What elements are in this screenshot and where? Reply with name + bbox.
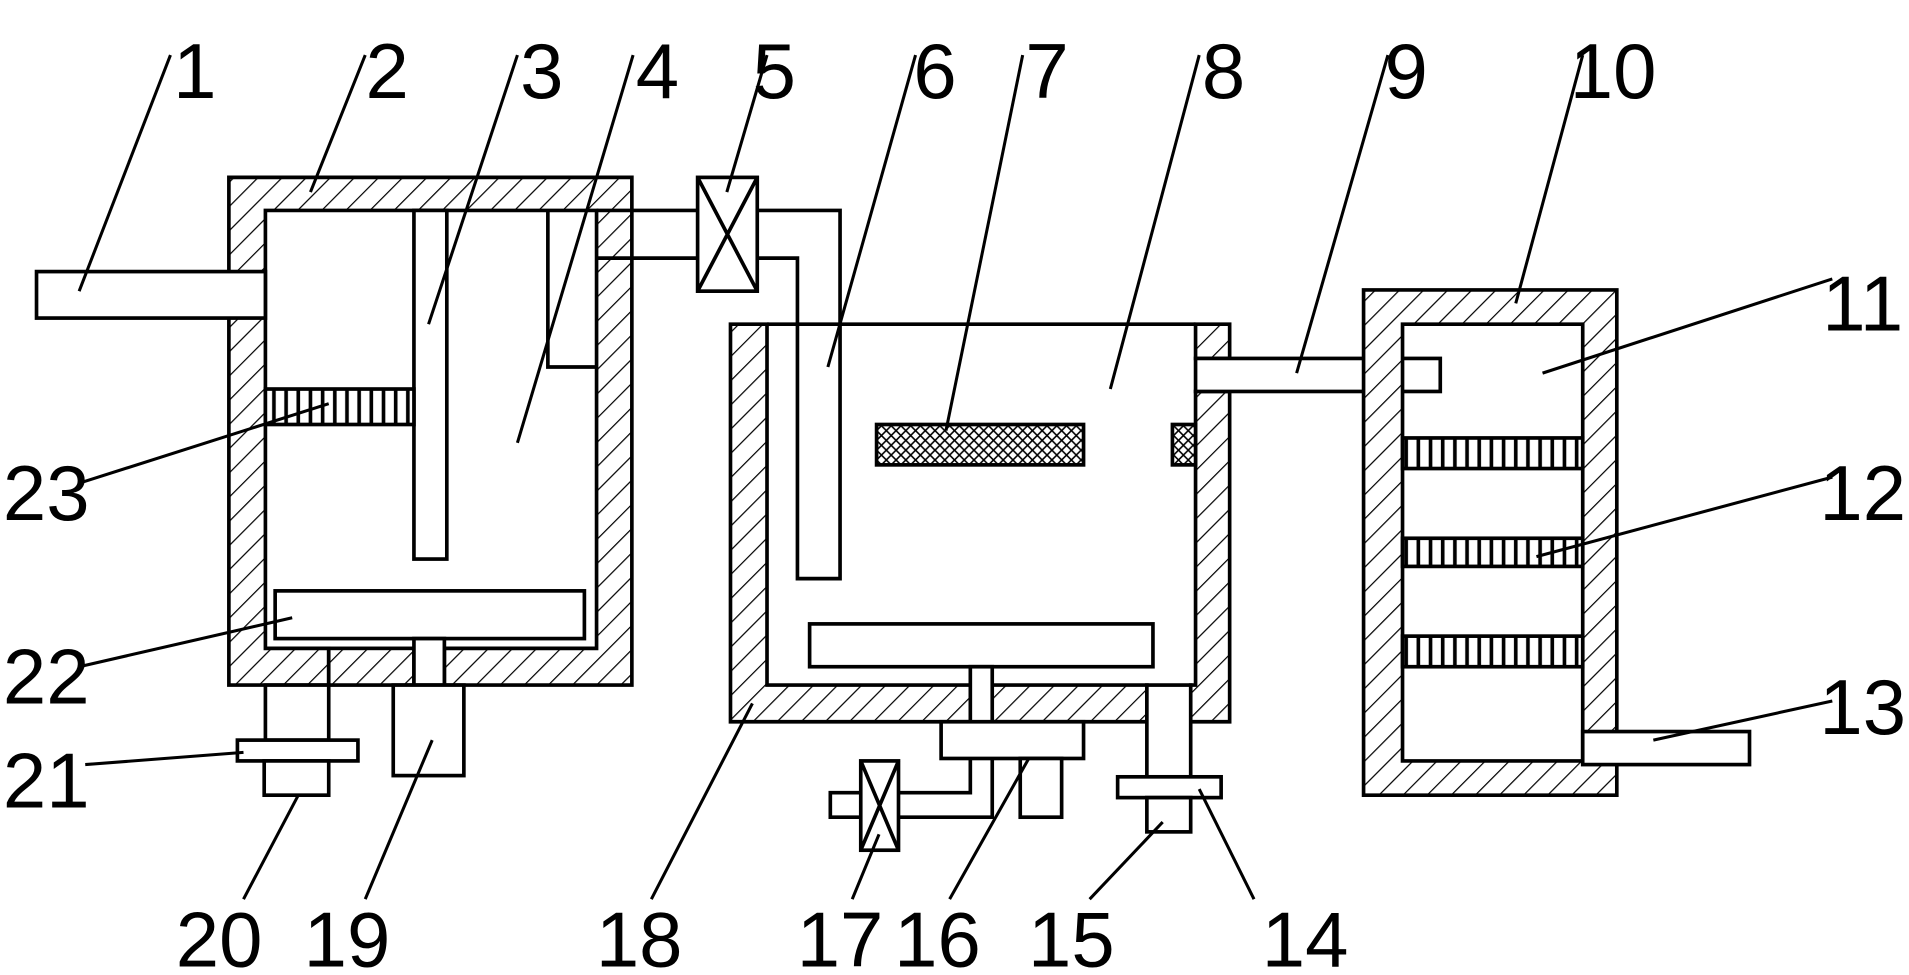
mesh-filter [874,422,1086,467]
label-13: 13 [1819,663,1906,751]
label-1: 1 [173,27,216,115]
label-19: 19 [304,895,391,975]
filter-layer [1400,634,1585,669]
drain-outlet [262,759,331,798]
label-16: 16 [894,895,981,975]
flange [235,738,360,763]
vertical-baffle [412,208,449,561]
label-18: 18 [596,895,683,975]
second-tank [728,322,1443,853]
stirrer-blade [273,589,587,641]
leader-lines [77,54,1833,901]
label-17: 17 [797,895,884,975]
first-tank [34,175,634,798]
drain-pipe [1145,683,1193,779]
drain-pipe [263,683,331,742]
motor-base [1018,756,1064,820]
drain-outlet [1145,795,1193,834]
label-12: 12 [1819,449,1906,537]
third-tank [1361,288,1752,798]
label-15: 15 [1028,895,1115,975]
label-20: 20 [176,895,263,975]
flange [1115,774,1223,800]
label-14: 14 [1262,895,1349,975]
label-23: 23 [3,449,90,537]
filter-layer [1400,436,1585,471]
stirrer-shaft [412,636,447,687]
label-2: 2 [365,27,408,115]
label-7: 7 [1025,27,1068,115]
filter-screen [263,387,416,427]
motor [939,719,1086,761]
label-8: 8 [1202,27,1245,115]
label-3: 3 [520,27,563,115]
label-6: 6 [913,27,956,115]
part-labels: 1 2 3 4 5 6 7 8 9 10 11 12 13 14 15 16 1… [3,27,1906,975]
label-11: 11 [1822,259,1903,347]
motor [391,683,466,778]
label-22: 22 [3,632,90,720]
label-9: 9 [1385,27,1428,115]
label-21: 21 [3,736,90,824]
transfer-pipe [546,175,842,581]
label-5: 5 [753,27,796,115]
stirrer-blade [807,622,1155,669]
inlet-pipe [34,269,268,320]
label-10: 10 [1570,27,1657,115]
stirrer-shaft [968,664,995,724]
label-4: 4 [636,27,679,115]
